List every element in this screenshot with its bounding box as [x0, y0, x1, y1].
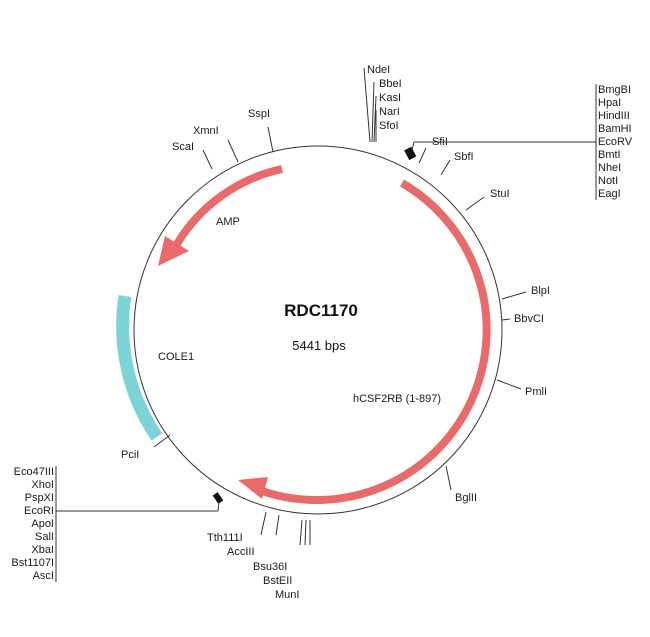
site-bmgbi: BmgBI: [598, 84, 631, 96]
site-scai: ScaI: [172, 141, 194, 153]
site-xhoi: XhoI: [31, 479, 54, 491]
site-hpai: HpaI: [598, 97, 621, 109]
site-hindiii: HindIII: [598, 110, 630, 122]
site-nari: NarI: [379, 106, 400, 118]
site-asci: AscI: [33, 570, 54, 582]
site-bmti: BmtI: [598, 149, 621, 161]
site-tth111i: Tth111I: [207, 532, 243, 544]
site-ecorv: EcoRV: [598, 136, 633, 148]
amp-arrowhead: [158, 236, 189, 266]
site-nhei: NheI: [598, 162, 621, 174]
cole1-label: COLE1: [158, 351, 194, 363]
site-bsu36i: Bsu36I: [253, 561, 287, 573]
site-ecori: EcoRI: [24, 505, 54, 517]
left-site-cluster: Eco47III XhoI PspXI EcoRI ApoI SalI XbaI…: [11, 466, 220, 582]
plasmid-name: RDC1170: [284, 301, 358, 320]
site-muni: MunI: [275, 589, 299, 601]
site-sspi: SspI: [248, 108, 270, 120]
site-pmli: PmlI: [525, 386, 547, 398]
site-blpi: BlpI: [531, 285, 550, 297]
site-sbfi: SbfI: [454, 151, 474, 163]
site-ticks: [153, 126, 527, 546]
mcs-mark-top: [404, 146, 417, 161]
site-acciii: AccIII: [227, 546, 255, 558]
amp-label: AMP: [216, 216, 240, 228]
site-apoi: ApoI: [31, 518, 54, 530]
site-sali: SalI: [35, 531, 54, 543]
right-site-cluster: BmgBI HpaI HindIII BamHI EcoRV BmtI NheI…: [411, 84, 633, 200]
amp-arrow: [173, 165, 283, 247]
site-kasi: KasI: [379, 92, 401, 104]
hcsf2rb-label: hCSF2RB (1-897): [353, 393, 441, 405]
site-sfoi: SfoI: [379, 120, 399, 132]
site-stui: StuI: [490, 188, 510, 200]
mcs-mark-bottom: [212, 492, 224, 504]
site-eagi: EagI: [598, 188, 621, 200]
cole1-arc: [116, 295, 163, 441]
site-bst1107i: Bst1107I: [11, 557, 54, 569]
backbone-circle: [133, 145, 503, 515]
site-xbai: XbaI: [31, 544, 54, 556]
site-bsteii: BstEII: [263, 575, 292, 587]
site-noti: NotI: [598, 175, 618, 187]
plasmid-size: 5441 bps: [292, 338, 346, 353]
hcsf2rb-arrowhead: [238, 477, 268, 499]
site-xmni: XmnI: [193, 125, 219, 137]
top-site-cluster: NdeI BbeI KasI NarI SfoI: [363, 64, 402, 143]
hcsf2rb-arrow: [260, 179, 491, 505]
site-bglii: BglII: [455, 492, 477, 504]
site-ndei: NdeI: [367, 64, 390, 76]
site-bbei: BbeI: [379, 78, 402, 90]
site-bbvci: BbvCI: [514, 313, 544, 325]
site-pcii: PciI: [121, 449, 139, 461]
site-pspxi: PspXI: [25, 492, 54, 504]
site-eco47iii: Eco47III: [14, 466, 54, 478]
site-bamhi: BamHI: [598, 123, 632, 135]
